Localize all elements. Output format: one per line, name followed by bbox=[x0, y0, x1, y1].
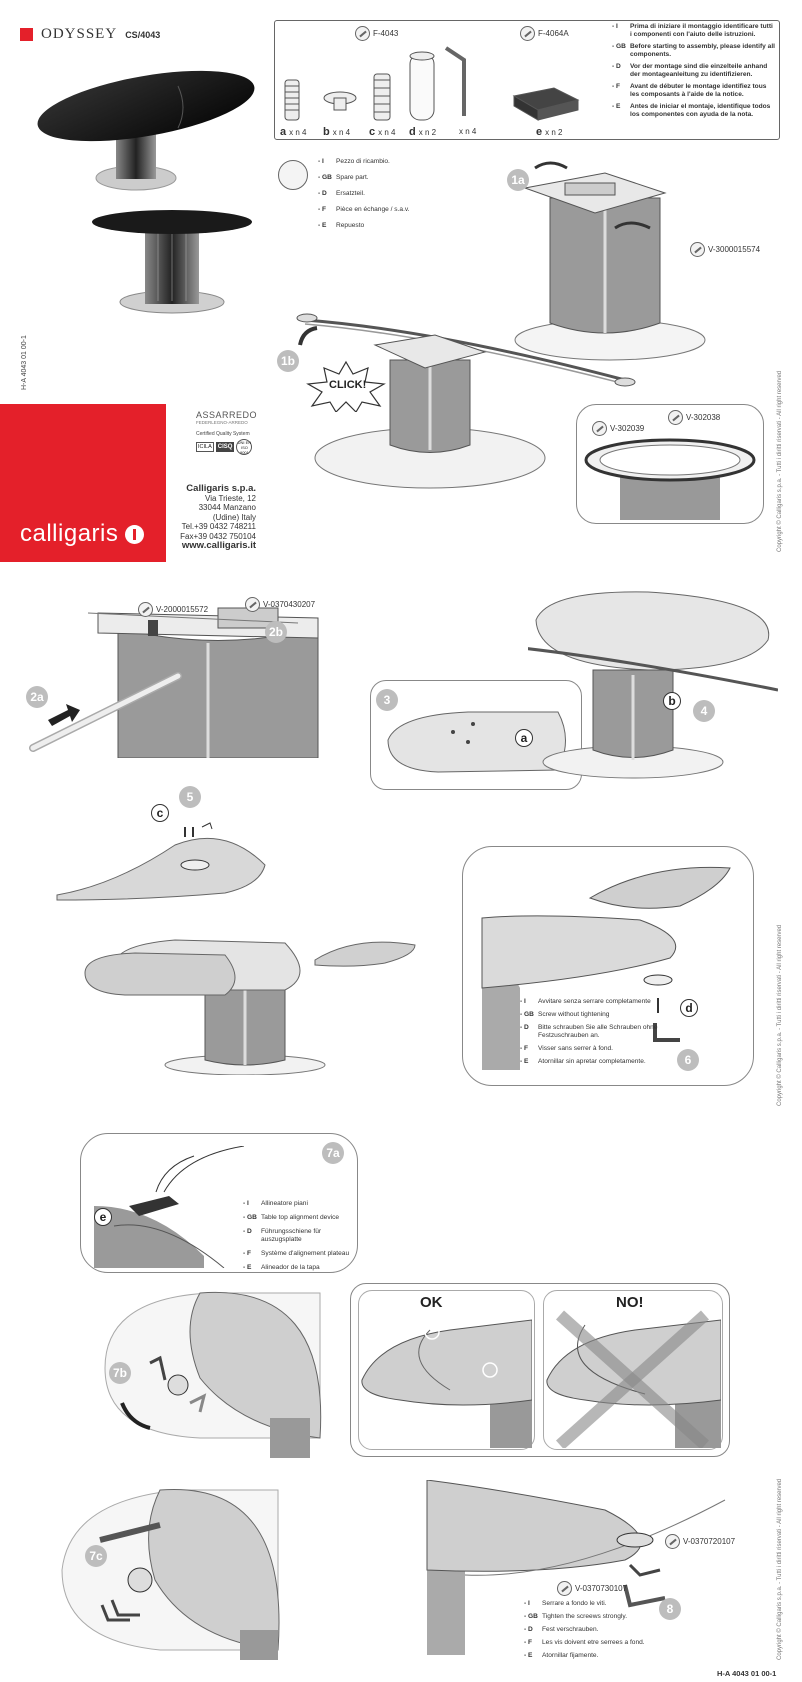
doc-code-vertical: H-A 4043 01 00-1 bbox=[21, 335, 28, 390]
copyright-vertical-2: Copyright © Calligaris s.p.a. - Tutti i … bbox=[777, 924, 783, 1106]
click-label: CLICK! bbox=[329, 379, 367, 391]
step-7c-badge: 7c bbox=[85, 1545, 107, 1567]
spare-code-v6: V-0370720107 bbox=[665, 1534, 735, 1549]
copyright-vertical-1: Copyright © Calligaris s.p.a. - Tutti i … bbox=[777, 370, 783, 552]
click-burst-icon bbox=[306, 360, 386, 412]
brand-header: ODYSSEY CS/4043 bbox=[20, 26, 160, 43]
step-4-badge: 4 bbox=[693, 700, 715, 722]
no-label: NO! bbox=[616, 1294, 644, 1311]
step-3-drawing bbox=[387, 711, 566, 773]
assarredo-sub: FEDERLEGNO-ARREDO bbox=[196, 420, 248, 425]
step-3-badge: 3 bbox=[376, 689, 398, 711]
calligaris-logo: calligaris bbox=[20, 520, 145, 548]
step-5-badge: 5 bbox=[179, 786, 201, 808]
doc-code-footer: H-A 4043 01 00-1 bbox=[717, 1669, 777, 1678]
step-4-drawing bbox=[528, 591, 778, 779]
step-3-frame bbox=[370, 680, 582, 790]
step-2a-badge: 2a bbox=[26, 686, 48, 708]
calligaris-logo-panel: calligaris bbox=[0, 404, 166, 562]
step-7b-drawing bbox=[104, 1291, 322, 1458]
callout-c: c bbox=[151, 804, 169, 822]
assarredo-logo: ASSARREDO bbox=[196, 410, 258, 420]
product-name: ODYSSEY bbox=[41, 26, 118, 42]
step-1a-drawing bbox=[514, 161, 706, 361]
step-7a-frame bbox=[80, 1133, 358, 1273]
spare-part-icon bbox=[665, 1534, 680, 1549]
parts-box bbox=[274, 20, 780, 140]
glass-detail-drawing bbox=[584, 438, 756, 520]
spare-part-icon bbox=[245, 597, 260, 612]
step-6-badge: 6 bbox=[677, 1049, 699, 1071]
spare-code-v3: V-302038 bbox=[668, 410, 720, 425]
spare-part-icon bbox=[138, 602, 153, 617]
cisq-logo: CISQ bbox=[215, 442, 235, 452]
spare-part-icon bbox=[690, 242, 705, 257]
part-label-key: x n 4 bbox=[459, 127, 477, 136]
step-5-drawing bbox=[56, 822, 416, 1075]
brand-square-icon bbox=[20, 28, 33, 41]
quality-label: Certified Quality System bbox=[196, 431, 250, 437]
ok-no-frame bbox=[350, 1283, 730, 1457]
iso-logo: UNI EN ISO 9001 bbox=[236, 439, 253, 455]
spare-part-legend-icon bbox=[278, 160, 308, 190]
copyright-vertical-3: Copyright © Calligaris s.p.a. - Tutti i … bbox=[777, 1478, 783, 1660]
table-photo-extended bbox=[37, 70, 255, 191]
step-1a-badge: 1a bbox=[507, 169, 529, 191]
spare-code-v5: V-0370430207 bbox=[245, 597, 315, 612]
calligaris-mark-icon bbox=[125, 524, 145, 544]
step-8-drawing bbox=[426, 1480, 726, 1655]
certifications: ASSARREDO FEDERLEGNO-ARREDO Certified Qu… bbox=[196, 410, 258, 455]
callout-e: e bbox=[94, 1208, 112, 1226]
spare-code-v4: V-2000015572 bbox=[138, 602, 208, 617]
spare-part-icon bbox=[557, 1581, 572, 1596]
part-code-f4064a: F-4064A bbox=[520, 26, 569, 41]
parts-drawing bbox=[284, 46, 580, 121]
step-7c-drawing bbox=[61, 1488, 280, 1660]
spare-part-icon bbox=[668, 410, 683, 425]
step-7a-badge: 7a bbox=[322, 1142, 344, 1164]
step-2-drawing bbox=[29, 607, 319, 758]
spare-code-v2: V-302039 bbox=[592, 421, 644, 436]
spare-part-icon bbox=[520, 26, 535, 41]
spare-code-v1: V-3000015574 bbox=[690, 242, 760, 257]
step-7a-drawing bbox=[94, 1146, 244, 1268]
spare-part-icon bbox=[592, 421, 607, 436]
ok-label: OK bbox=[420, 1294, 443, 1311]
ok-drawing bbox=[361, 1319, 532, 1448]
icila-logo: ICILA bbox=[196, 442, 214, 452]
company-info: Calligaris s.p.a. Via Trieste, 12 33044 … bbox=[180, 483, 256, 551]
step-7b-badge: 7b bbox=[109, 1362, 131, 1384]
ok-panel bbox=[358, 1290, 535, 1450]
step-6-frame bbox=[462, 846, 754, 1086]
no-drawing bbox=[546, 1310, 721, 1448]
step-1b-drawing bbox=[296, 313, 636, 489]
spare-code-v7: V-0370730107 bbox=[557, 1581, 627, 1596]
callout-d: d bbox=[680, 999, 698, 1017]
callout-b: b bbox=[663, 692, 681, 710]
callout-a: a bbox=[515, 729, 533, 747]
step-8-badge: 8 bbox=[659, 1598, 681, 1620]
table-photo-closed bbox=[92, 210, 252, 314]
part-code-f4043: F-4043 bbox=[355, 26, 398, 41]
no-panel bbox=[543, 1290, 723, 1450]
step-1b-badge: 1b bbox=[277, 350, 299, 372]
product-code: CS/4043 bbox=[125, 29, 161, 40]
step-2b-badge: 2b bbox=[265, 621, 287, 643]
spare-part-icon bbox=[355, 26, 370, 41]
step-6-drawing bbox=[481, 866, 731, 1070]
